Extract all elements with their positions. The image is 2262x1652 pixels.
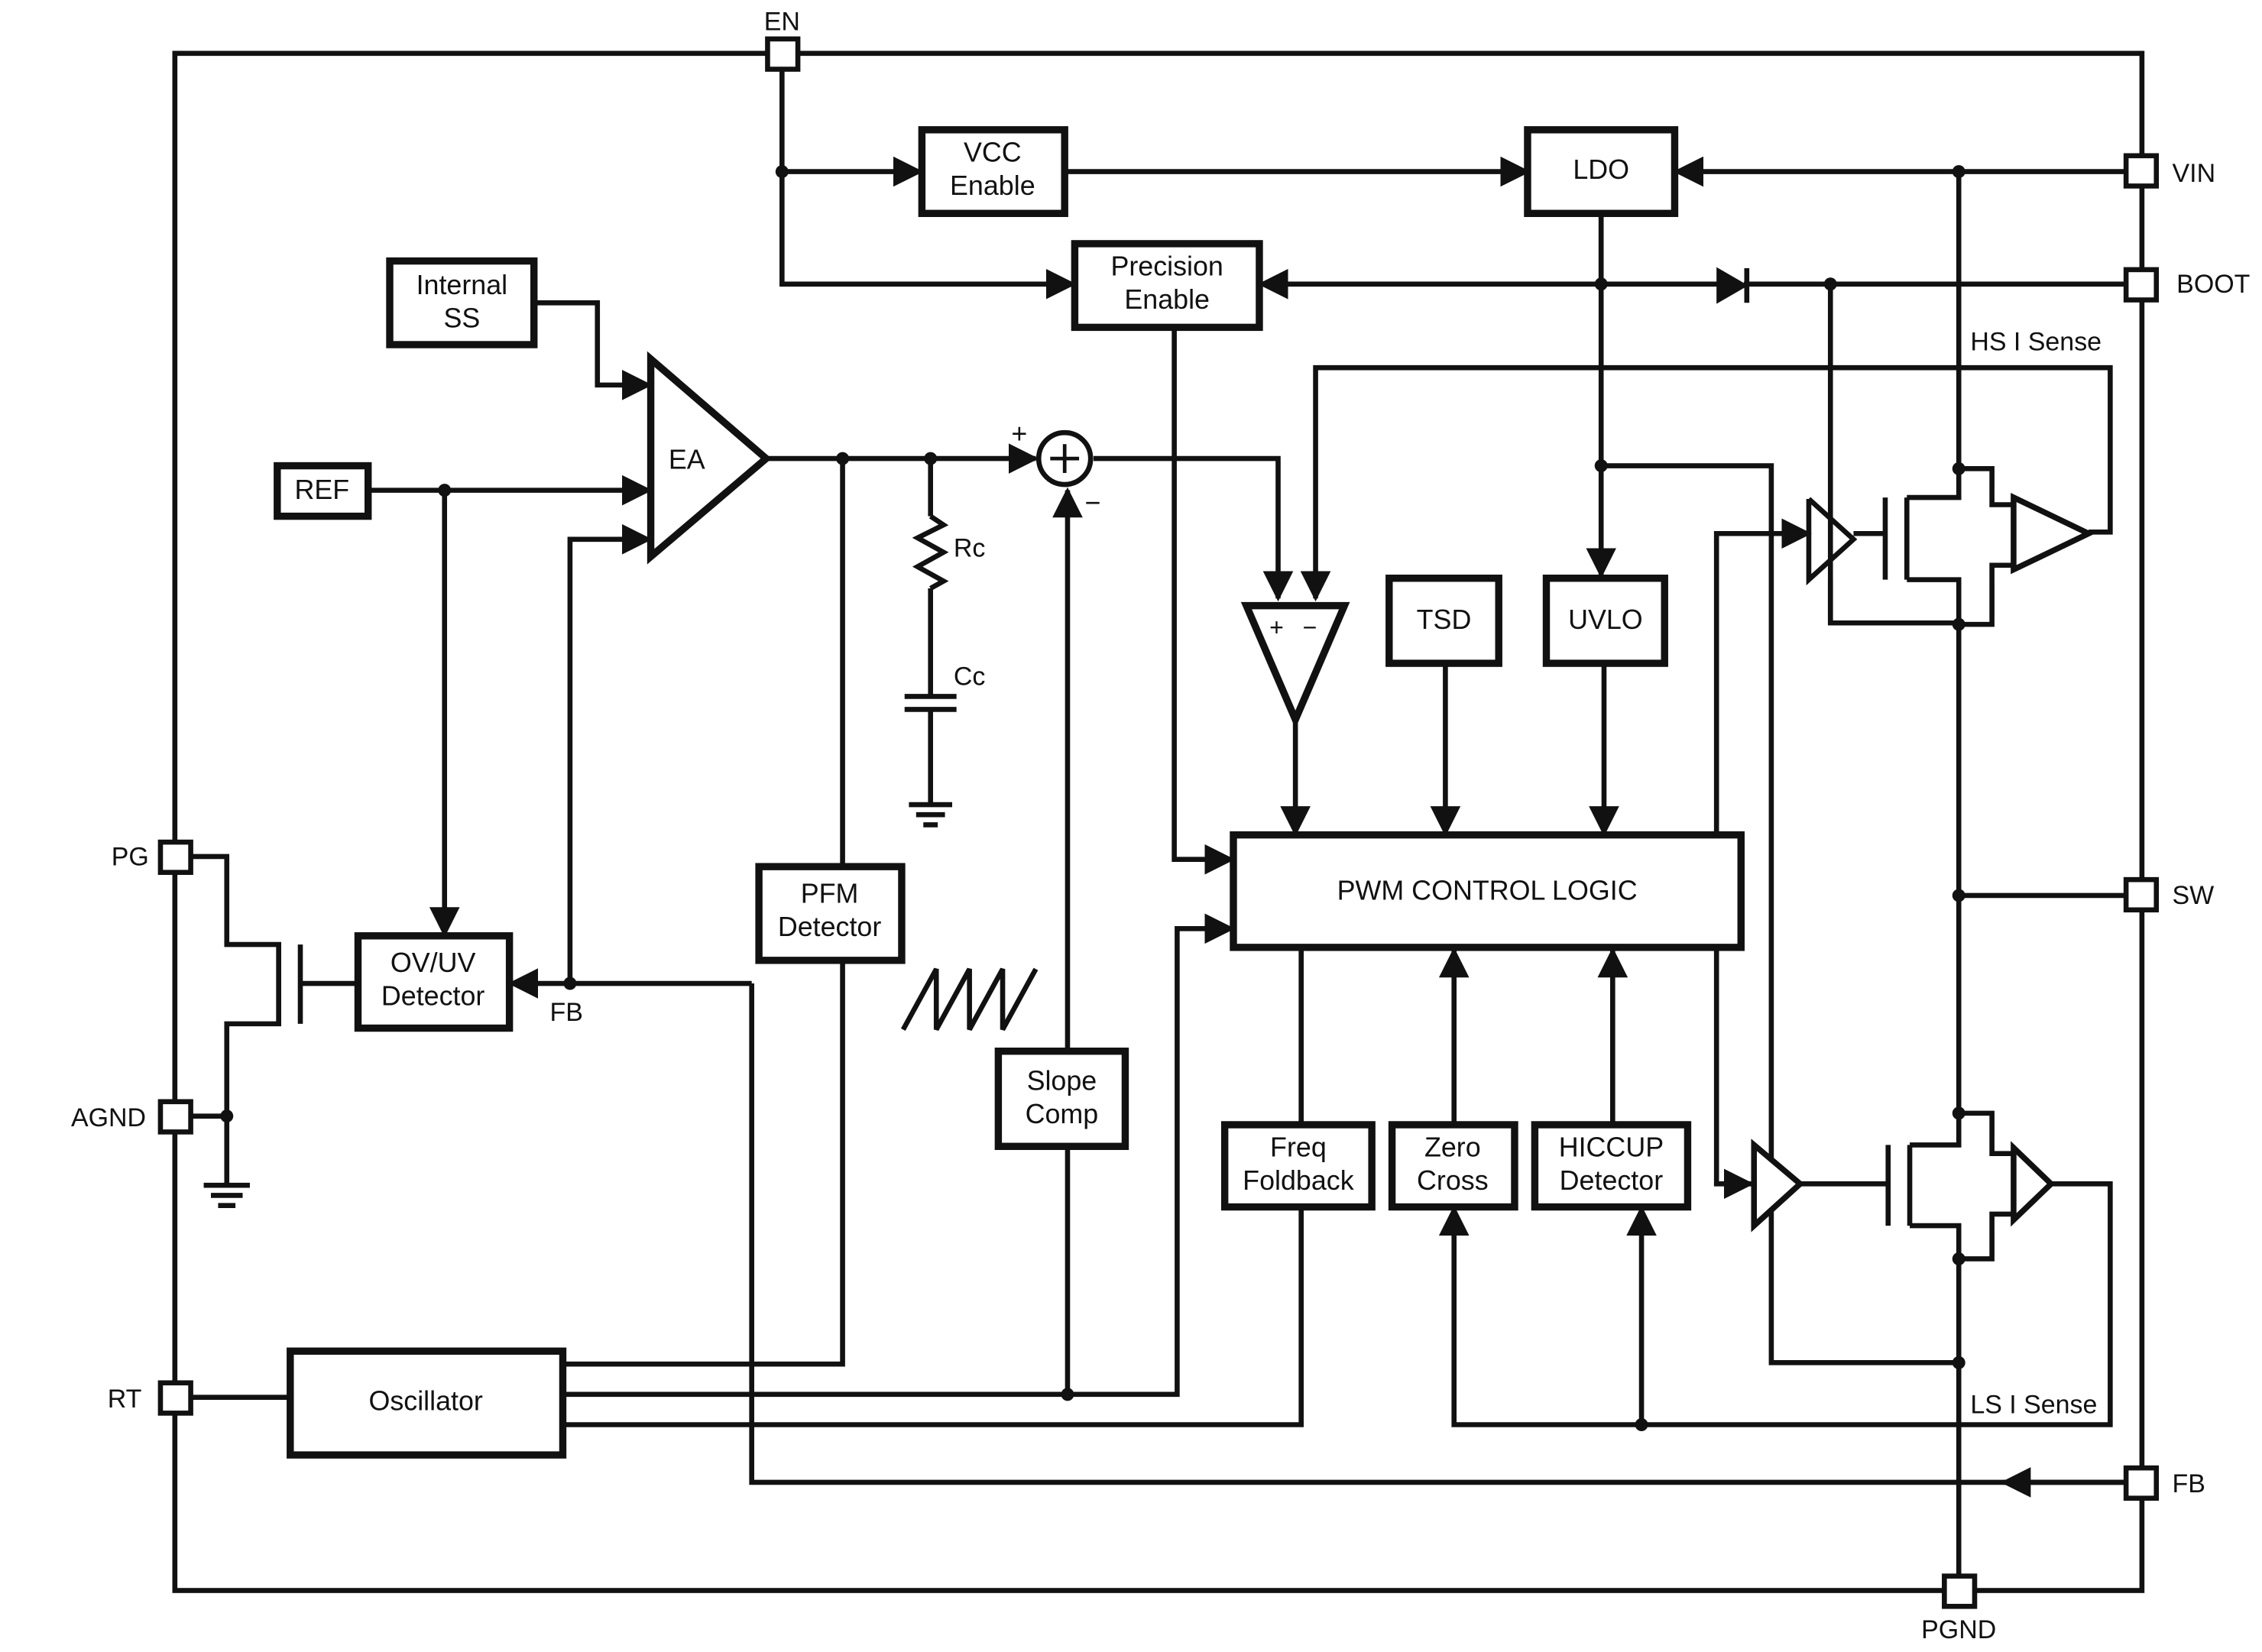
pin-boot: BOOT [2123, 267, 2250, 303]
fb-node-label: FB [549, 998, 582, 1027]
comp-plus-sign: + [1269, 614, 1284, 641]
precision-enable-line1: Precision [1110, 251, 1223, 281]
pfm-detector-block: PFM Detector [755, 863, 906, 964]
ref-block: REF [274, 462, 372, 520]
ls-driver [1751, 1139, 1805, 1233]
pin-rt-label: RT [108, 1385, 142, 1414]
pin-pgnd: PGND [1921, 1573, 1996, 1644]
ldo-label: LDO [1573, 154, 1629, 185]
oscillator-block: Oscillator [287, 1347, 567, 1459]
uvlo-block: UVLO [1542, 575, 1668, 667]
zero-cross-line2: Cross [1417, 1165, 1489, 1196]
junctions [220, 165, 1965, 1431]
hs-i-sense-label: HS I Sense [1970, 328, 2102, 357]
pin-en-label: EN [764, 8, 800, 37]
ov-uv-detector-block: OV/UV Detector [354, 932, 514, 1032]
summing-node: + − [1011, 418, 1100, 518]
ic-outline [172, 50, 2145, 1593]
pin-fb-label: FB [2173, 1469, 2205, 1498]
pin-sw-label: SW [2173, 881, 2215, 910]
pin-vin-label: VIN [2173, 159, 2216, 188]
precision-enable-line2: Enable [1124, 284, 1210, 315]
pin-vin: VIN [2123, 153, 2216, 189]
internal-ss-line2: SS [443, 303, 480, 333]
pin-pg: PG [112, 839, 193, 876]
ov-uv-detector-line1: OV/UV [391, 947, 476, 978]
vcc-enable-block: VCC Enable [918, 126, 1068, 218]
slope-comp-line2: Comp [1026, 1099, 1099, 1129]
slope-comp-block: Slope Comp [994, 1048, 1129, 1150]
rc-label: Rc [954, 533, 986, 562]
pin-agnd: AGND [71, 1099, 193, 1135]
wires [174, 69, 2142, 1576]
pin-rt: RT [108, 1380, 193, 1416]
ref-label: REF [294, 475, 349, 505]
cc-label: Cc [954, 662, 986, 691]
pin-sw: SW [2123, 876, 2215, 913]
ea-label: EA [669, 444, 705, 475]
oscillator-label: Oscillator [368, 1386, 482, 1417]
ov-uv-detector-line2: Detector [381, 980, 485, 1011]
tsd-block: TSD [1385, 575, 1502, 667]
pin-boot-label: BOOT [2176, 270, 2250, 299]
boot-diode [1716, 267, 1750, 304]
vcc-enable-line1: VCC [964, 137, 1022, 167]
slope-comp-line1: Slope [1027, 1066, 1097, 1096]
pfm-detector-line1: PFM [801, 878, 859, 909]
hs-current-sense-amp [2011, 493, 2095, 575]
ldo-block: LDO [1524, 126, 1679, 218]
zero-cross-line1: Zero [1424, 1132, 1481, 1162]
pin-agnd-label: AGND [71, 1103, 146, 1132]
freq-foldback-line1: Freq [1270, 1132, 1327, 1162]
internal-ss-block: Internal SS [386, 257, 538, 348]
pin-pg-label: PG [112, 842, 149, 871]
precision-enable-block: Precision Enable [1071, 240, 1263, 332]
sum-plus-sign: + [1011, 418, 1027, 449]
pwm-comparator: + − [1240, 601, 1350, 729]
hiccup-detector-block: HICCUP Detector [1531, 1121, 1692, 1211]
internal-ss-line1: Internal [416, 270, 508, 300]
sum-minus-sign: − [1085, 488, 1101, 518]
hiccup-detector-line1: HICCUP [1559, 1132, 1664, 1162]
vcc-enable-line2: Enable [950, 170, 1035, 201]
zero-cross-block: Zero Cross [1388, 1121, 1518, 1211]
pin-fb: FB [2123, 1465, 2205, 1501]
pin-pgnd-label: PGND [1921, 1615, 1996, 1644]
error-amplifier: EA [647, 351, 772, 565]
ls-current-sense-amp [2011, 1141, 2056, 1227]
freq-foldback-block: Freq Foldback [1220, 1121, 1376, 1211]
pin-en: EN [764, 8, 801, 72]
pfm-detector-line2: Detector [778, 912, 882, 942]
comp-minus-sign: − [1303, 614, 1317, 641]
pwm-control-logic-block: PWM CONTROL LOGIC [1230, 831, 1745, 951]
tsd-label: TSD [1417, 604, 1472, 635]
pwm-control-logic-label: PWM CONTROL LOGIC [1337, 876, 1638, 906]
hiccup-detector-line2: Detector [1560, 1165, 1664, 1196]
freq-foldback-line2: Foldback [1243, 1165, 1354, 1196]
uvlo-label: UVLO [1568, 604, 1643, 635]
ls-i-sense-label: LS I Sense [1970, 1390, 2097, 1419]
